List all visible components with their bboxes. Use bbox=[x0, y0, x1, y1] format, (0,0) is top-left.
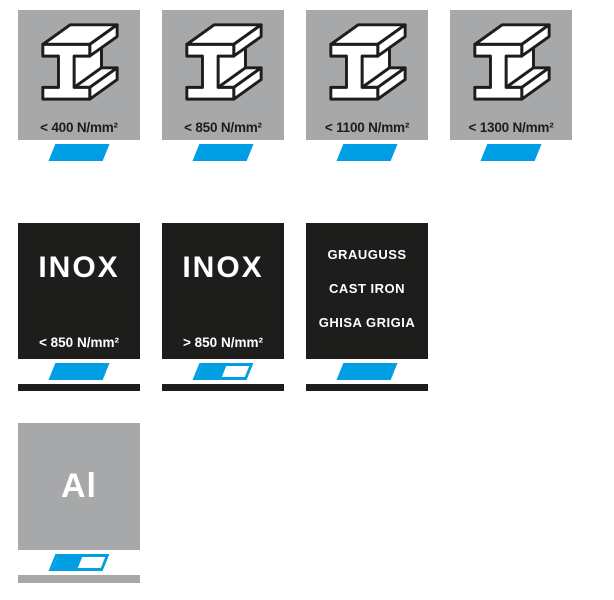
suitability-indicator bbox=[192, 144, 254, 161]
suitability-indicator bbox=[48, 554, 110, 571]
tensile-strength-label: < 1100 N/mm² bbox=[324, 120, 410, 135]
i-beam-icon bbox=[329, 23, 407, 101]
material-tile-cast-iron: GRAUGUSS CAST IRON GHISA GRIGIA bbox=[306, 223, 428, 391]
material-symbol-label: Al bbox=[61, 467, 97, 505]
material-name-en: CAST IRON bbox=[329, 281, 405, 296]
material-name-it: GHISA GRIGIA bbox=[318, 315, 416, 330]
suitability-indicator bbox=[336, 363, 398, 380]
indicator-strip bbox=[18, 359, 140, 384]
suitability-indicator bbox=[192, 363, 254, 380]
indicator-strip bbox=[18, 140, 140, 165]
aluminium-row: Al bbox=[18, 423, 614, 583]
material-name-label: INOX bbox=[38, 251, 120, 284]
indicator-strip bbox=[306, 359, 428, 384]
indicator-fill bbox=[196, 366, 227, 377]
steel-tiles-row: < 400 N/mm² < 850 N/mm² bbox=[18, 10, 614, 165]
tensile-strength-label: < 400 N/mm² bbox=[40, 120, 118, 135]
tensile-strength-label: < 850 N/mm² bbox=[39, 335, 119, 350]
indicator-strip bbox=[18, 550, 140, 575]
material-tile-inox-gt-850: INOX > 850 N/mm² bbox=[162, 223, 284, 391]
indicator-strip bbox=[306, 140, 428, 165]
material-tile-steel-400: < 400 N/mm² bbox=[18, 10, 140, 165]
material-tile-aluminium: Al bbox=[18, 423, 140, 583]
i-beam-icon bbox=[41, 23, 119, 101]
i-beam-icon bbox=[473, 23, 551, 101]
material-name-multilang: GRAUGUSS CAST IRON GHISA GRIGIA bbox=[319, 247, 416, 330]
material-name-label: INOX bbox=[182, 251, 264, 284]
indicator-strip bbox=[162, 140, 284, 165]
suitability-indicator bbox=[336, 144, 398, 161]
i-beam-icon bbox=[185, 23, 263, 101]
material-tile-steel-1100: < 1100 N/mm² bbox=[306, 10, 428, 165]
material-tile-inox-lt-850: INOX < 850 N/mm² bbox=[18, 223, 140, 391]
tensile-strength-label: > 850 N/mm² bbox=[183, 335, 263, 350]
indicator-strip bbox=[162, 359, 284, 384]
inox-castiron-row: INOX < 850 N/mm² INOX > 850 N/mm² GRAUGU… bbox=[18, 223, 614, 391]
material-tile-steel-1300: < 1300 N/mm² bbox=[450, 10, 572, 165]
suitability-indicator bbox=[480, 144, 542, 161]
material-tile-steel-850: < 850 N/mm² bbox=[162, 10, 284, 165]
material-name-de: GRAUGUSS bbox=[327, 247, 407, 262]
suitability-indicator bbox=[48, 363, 110, 380]
tensile-strength-label: < 850 N/mm² bbox=[184, 120, 262, 135]
suitability-indicator bbox=[48, 144, 110, 161]
indicator-fill bbox=[52, 557, 83, 568]
tensile-strength-label: < 1300 N/mm² bbox=[468, 120, 554, 135]
indicator-strip bbox=[450, 140, 572, 165]
